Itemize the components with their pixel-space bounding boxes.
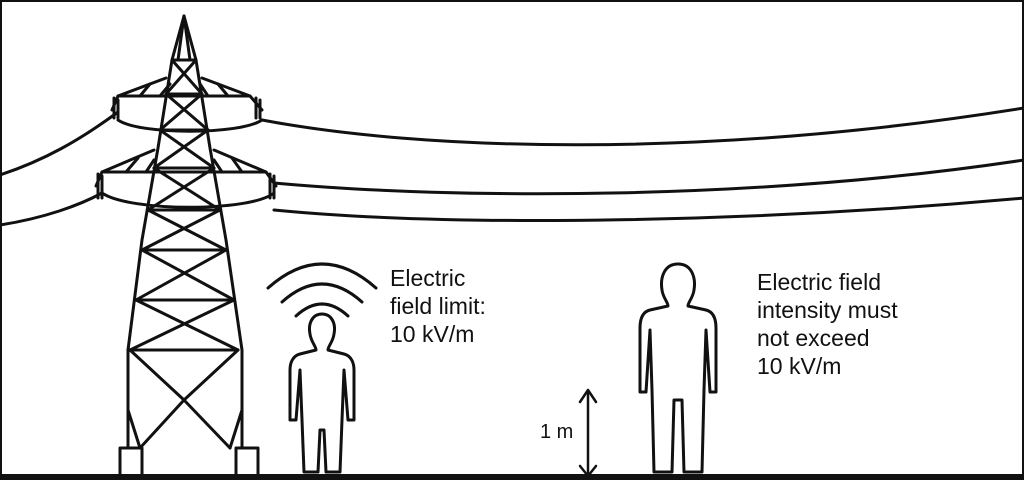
intensity-rule-line-2: intensity must [757, 297, 898, 323]
intensity-rule-label: Electric field intensity must not exceed… [757, 268, 898, 380]
field-limit-line-1: Electric [390, 265, 466, 291]
electric-field-waves-icon [266, 262, 378, 318]
intensity-rule-line-3: not exceed [757, 325, 870, 351]
field-limit-label: Electric field limit: 10 kV/m [390, 264, 486, 348]
height-arrow-icon [578, 388, 598, 478]
height-marker-text: 1 m [540, 421, 574, 443]
transmission-tower-icon [94, 14, 278, 478]
intensity-rule-line-4: 10 kV/m [757, 353, 842, 379]
person-icon [288, 312, 356, 474]
field-limit-line-2: field limit: [390, 293, 486, 319]
height-marker-label: 1 m [540, 420, 573, 444]
person-icon [638, 262, 718, 474]
intensity-rule-line-1: Electric field [757, 269, 881, 295]
field-limit-line-3: 10 kV/m [390, 321, 475, 347]
